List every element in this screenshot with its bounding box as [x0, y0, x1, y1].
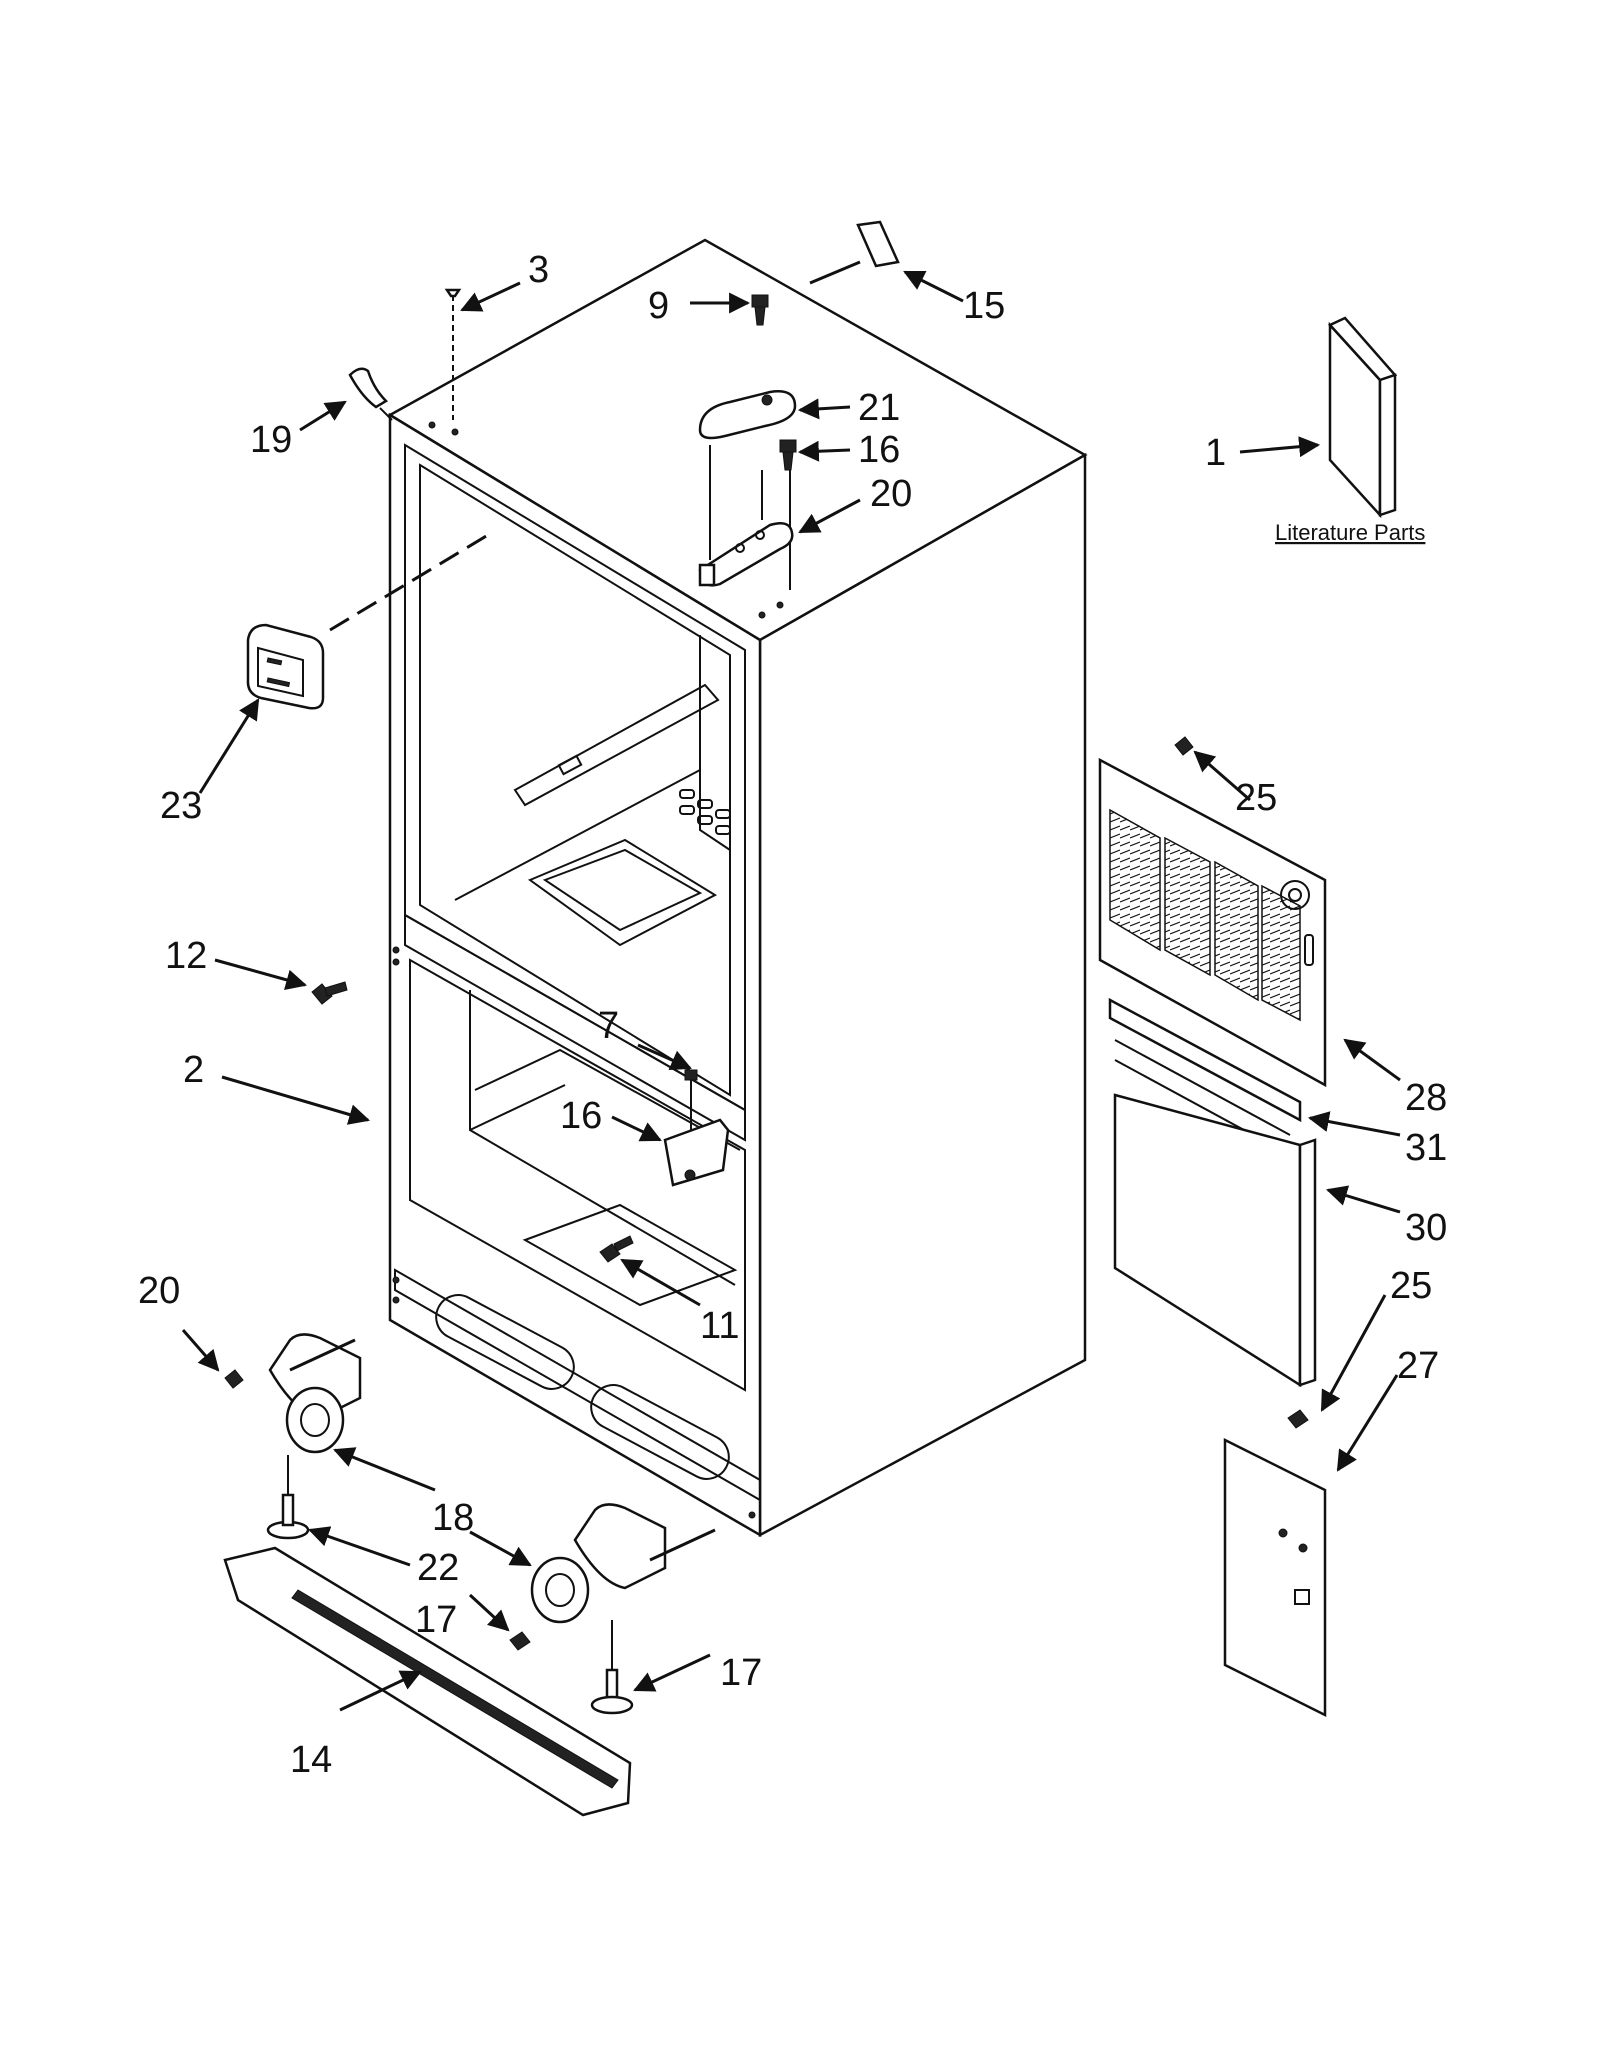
- callout-9: 9: [648, 285, 669, 327]
- roller-bracket-left: [224, 1333, 362, 1540]
- screw-part-12: [311, 981, 348, 1005]
- callout-23: 23: [160, 785, 202, 827]
- callout-27: 27: [1397, 1345, 1439, 1387]
- callout-19: 18: [432, 1497, 474, 1539]
- callout-20-right: 22: [417, 1547, 459, 1589]
- strip-part-31: [1108, 997, 1302, 1123]
- refrigerator-cabinet: [387, 238, 1088, 1538]
- callout-15: 16: [560, 1095, 602, 1137]
- callout-31: 31: [1405, 1127, 1447, 1169]
- callout-18: 20: [870, 473, 912, 515]
- hinge-assembly: [698, 294, 797, 590]
- kickplate-part-22: [223, 1546, 632, 1817]
- leader-lines: [181, 270, 1401, 1712]
- callout-25-bottom: 25: [1390, 1265, 1432, 1307]
- lower-hinge: [599, 1069, 730, 1263]
- callout-labels: 3 15 9 21 16 20 19 1 Literature Parts 23…: [138, 249, 1447, 1781]
- callout-17: 19: [250, 419, 292, 461]
- callout-22: 14: [290, 1739, 332, 1781]
- callout-11: 11: [700, 1305, 739, 1347]
- callout-2: 2: [183, 1049, 204, 1091]
- label-part-13: [809, 220, 900, 285]
- callout-1: 1: [1205, 432, 1226, 474]
- cover-part-27: [1223, 1409, 1327, 1718]
- callout-20-left: 20: [138, 1270, 180, 1312]
- callout-13: 15: [963, 285, 1005, 327]
- literature-parts-label: Literature Parts: [1275, 520, 1425, 545]
- literature-part-1: [1327, 316, 1398, 519]
- callout-16-right: 17: [720, 1652, 762, 1694]
- callout-16-left: 17: [415, 1599, 457, 1641]
- callout-21: 21: [858, 387, 900, 429]
- vent-slots: [679, 789, 731, 835]
- callout-14: 16: [858, 429, 900, 471]
- roller-bracket-right: [509, 1503, 716, 1715]
- callout-7: 7: [598, 1005, 619, 1047]
- callout-3: 3: [528, 249, 549, 291]
- callout-30: 30: [1405, 1207, 1447, 1249]
- callout-12: 12: [165, 935, 207, 977]
- grille-part-28: [1098, 736, 1327, 1088]
- panel-part-30: [1113, 1093, 1317, 1388]
- callout-25-top: 25: [1235, 777, 1277, 819]
- screw-part-3: [444, 288, 462, 420]
- control-module-part-23: [246, 533, 489, 710]
- callout-28: 28: [1405, 1077, 1447, 1119]
- tape-part-17: [348, 367, 389, 409]
